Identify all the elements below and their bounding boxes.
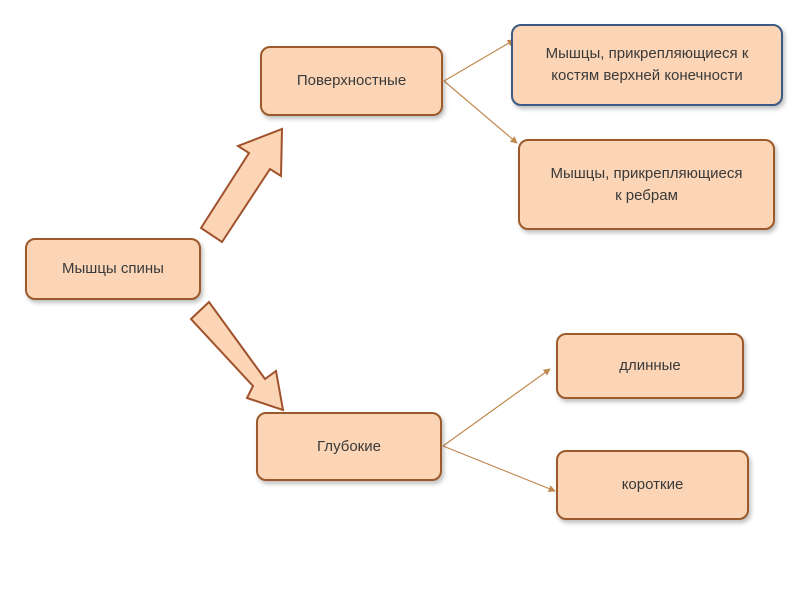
node-short-label: короткие [621, 476, 684, 494]
node-upper-limb-muscles: Мышцы, прикрепляющиеся к костям верхней … [511, 24, 783, 106]
node-long-label: длинные [619, 357, 681, 375]
node-upper-limb-muscles-label: Мышцы, прикрепляющиеся к костям верхней … [545, 45, 749, 84]
node-short: короткие [556, 450, 749, 520]
node-deep: Глубокие [256, 412, 442, 481]
node-back-muscles: Мышцы спины [25, 238, 201, 300]
node-rib-muscles-label: Мышцы, прикрепляющиеся к ребрам [550, 164, 743, 204]
connector-surface-limb [443, 39, 515, 82]
node-superficial: Поверхностные [260, 46, 443, 116]
arrow-to-surface [199, 127, 284, 244]
node-back-muscles-label: Мышцы спины [62, 260, 164, 278]
node-long: длинные [556, 333, 744, 399]
connector-deep-long [442, 368, 551, 447]
node-deep-label: Глубокие [317, 437, 381, 455]
arrow-to-deep [189, 300, 285, 412]
connector-deep-short [442, 445, 556, 492]
node-rib-muscles: Мышцы, прикрепляющиеся к ребрам [518, 139, 775, 230]
connector-surface-ribs [443, 80, 518, 144]
node-superficial-label: Поверхностные [296, 72, 407, 90]
